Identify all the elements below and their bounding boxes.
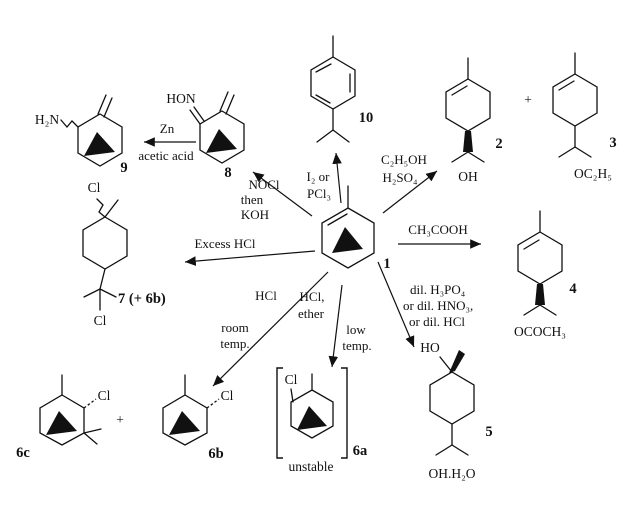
compound-4-number: 4 <box>569 281 576 297</box>
compound-9-h2n-label: H₂N <box>35 112 59 127</box>
reagent-c2h5oh: C₂H₅OH <box>381 152 427 167</box>
reagent-dil-h3po4: dil. H₃PO₄ <box>410 282 466 297</box>
compound-10-structure <box>310 35 356 143</box>
compound-5-number: 5 <box>485 424 492 440</box>
reagent-acetic-acid: acetic acid <box>138 148 194 163</box>
compound-9-structure <box>60 94 123 167</box>
compound-9-number: 9 <box>120 160 127 176</box>
compound-7-cl-top-label: Cl <box>88 180 101 195</box>
compound-5-oh-h2o-label: OH.H₂O <box>428 466 475 481</box>
compound-1-structure <box>321 185 375 269</box>
reagent-hcl: HCl <box>255 288 277 303</box>
compound-8-hon-label: HON <box>166 91 195 106</box>
arrow-1-to-2 <box>382 170 438 214</box>
arrow-1-to-6a <box>328 284 343 368</box>
reagent-low: low <box>346 322 366 337</box>
reagent-nocl: NOCl <box>248 177 279 192</box>
compound-6b-cl-label: Cl <box>221 388 234 403</box>
reagent-koh: KOH <box>241 207 269 222</box>
reagent-hcl-ether-1: HCl, <box>300 289 325 304</box>
reagent-then: then <box>241 192 264 207</box>
compound-6b-number: 6b <box>208 446 223 462</box>
arrow-1-to-10 <box>332 152 342 204</box>
compound-5-ho-label: HO <box>420 340 440 355</box>
compound-3-structure <box>552 52 598 158</box>
reagent-i2-or: I₂ or <box>307 169 331 184</box>
compound-2-structure <box>445 57 491 163</box>
compound-6a-number: 6a <box>353 443 368 459</box>
reagent-or-dil-hno3: or dil. HNO₃, <box>403 298 473 313</box>
reagent-room-temp: temp. <box>220 336 249 351</box>
reagent-room: room <box>221 320 248 335</box>
compound-3-number: 3 <box>609 135 616 151</box>
compound-4-structure <box>517 210 563 316</box>
reagent-excess-hcl: Excess HCl <box>194 236 255 251</box>
reagent-zn: Zn <box>160 121 175 136</box>
reagent-h2so4: H₂SO₄ <box>382 170 418 185</box>
compound-6a-structure <box>276 367 348 459</box>
arrow-1-to-8 <box>252 171 313 217</box>
reagent-hcl-ether-2: ether <box>298 306 325 321</box>
plus-sign-6c-6b: + <box>116 412 124 427</box>
compound-6c-number: 6c <box>16 445 30 461</box>
plus-sign-2-3: + <box>524 92 532 107</box>
reagent-pcl3: PCl₃ <box>307 186 331 201</box>
compound-3-oc2h5-label: OC₂H₅ <box>574 166 612 181</box>
compound-6a-cl-label: Cl <box>285 372 298 387</box>
compound-6c-cl-label: Cl <box>98 388 111 403</box>
compound-8-structure <box>189 91 245 164</box>
compound-7-number: 7 (+ 6b) <box>118 291 166 307</box>
reagent-ch3cooh: CH₃COOH <box>408 222 467 237</box>
reaction-arrows <box>144 137 481 387</box>
compound-7-cl-bottom-label: Cl <box>94 313 107 328</box>
reagent-low-temp: temp. <box>342 338 371 353</box>
compound-2-oh-label: OH <box>458 169 478 184</box>
unstable-label: unstable <box>289 459 334 474</box>
compound-5-structure <box>429 350 475 456</box>
arrow-1-to-7 <box>184 250 316 266</box>
compound-6b-structure <box>162 374 220 446</box>
reagent-or-dil-hcl: or dil. HCl <box>409 314 465 329</box>
compound-6c-structure <box>39 374 102 446</box>
compound-10-number: 10 <box>359 110 374 126</box>
compound-8-number: 8 <box>224 165 231 181</box>
arrow-1-to-6b <box>212 271 329 387</box>
compound-1-number: 1 <box>383 256 390 272</box>
compound-2-number: 2 <box>495 136 502 152</box>
arrow-1-to-5 <box>377 261 415 348</box>
compound-4-ococh3-label: OCOCH₃ <box>514 324 566 339</box>
compound-7-structure <box>82 198 128 311</box>
